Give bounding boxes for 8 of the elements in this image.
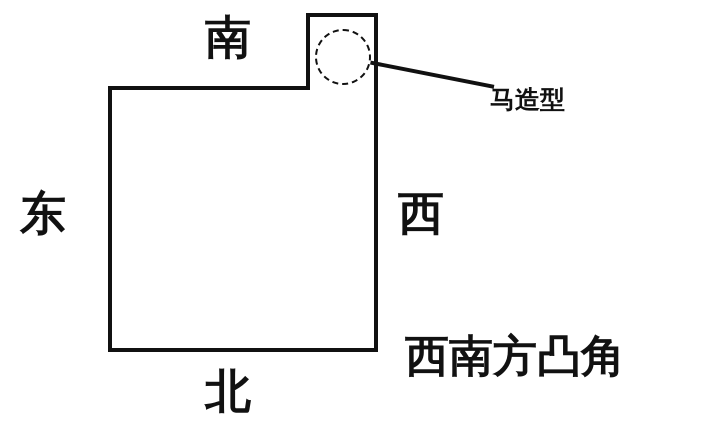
dashed-circle [315, 29, 371, 85]
direction-label: 北 [205, 368, 251, 414]
caption-label: 西南方凸角 [405, 335, 625, 379]
direction-label: 南 [205, 14, 251, 60]
leader-line [370, 60, 494, 89]
direction-label: 东 [20, 190, 66, 236]
direction-label: 西 [398, 190, 444, 236]
callout-label: 马造型 [490, 86, 620, 114]
